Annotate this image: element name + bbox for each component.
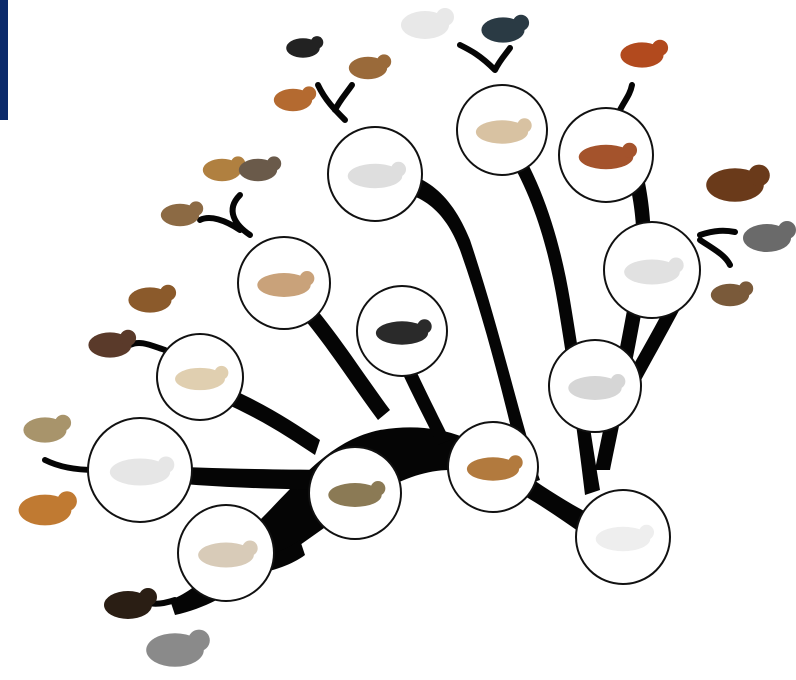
tiger-icon — [239, 156, 281, 181]
lynx-icon — [161, 201, 203, 226]
fox-icon — [274, 86, 316, 111]
wolf-sketch-head-icon — [391, 162, 406, 177]
seal-icon — [481, 15, 529, 43]
tip-head — [652, 40, 668, 56]
badger-icon — [743, 221, 796, 252]
otter-icon — [711, 281, 753, 306]
node-wolf-sketch — [328, 127, 422, 221]
aardwolf-icon — [128, 285, 176, 313]
tip-head — [436, 8, 454, 26]
tip-head — [311, 36, 324, 49]
twig-hyaenid — [130, 343, 165, 350]
tip-head — [748, 165, 770, 187]
sabre-cat-sketch-head-icon — [242, 541, 257, 556]
civet-sketch-head-icon — [611, 374, 626, 389]
tip-head — [739, 281, 753, 295]
large-cat-dark-background-head-icon — [300, 271, 315, 286]
node-small-mustelid-dark — [357, 286, 447, 376]
civet-icon — [104, 588, 157, 619]
twig-ursid — [460, 45, 510, 70]
hyena-icon — [88, 330, 136, 358]
node-viverrid-leopard-fossil — [309, 447, 401, 539]
coyote-icon — [349, 54, 391, 79]
cat-sketch-head-icon — [517, 118, 531, 132]
spotted-cat-head-icon — [215, 366, 229, 380]
tip-head — [120, 330, 136, 346]
twig-felid — [200, 195, 250, 235]
node-hyaenid-sketch — [88, 418, 192, 522]
tip-head — [302, 86, 316, 100]
tip-head — [377, 54, 391, 68]
node-circles — [88, 85, 700, 601]
meerkat-icon — [23, 415, 71, 443]
tip-head — [189, 201, 203, 215]
tip-head — [55, 415, 71, 431]
node-civet-sketch — [549, 340, 641, 432]
tip-head — [139, 588, 157, 606]
red-carnivoran-head-icon — [622, 143, 637, 158]
red-panda-icon — [620, 40, 668, 68]
twig-mustelid — [700, 231, 735, 265]
bear-icon — [286, 36, 323, 58]
polar-bear-icon — [401, 8, 454, 39]
skunk-like-head-icon — [417, 319, 431, 333]
tip-head — [57, 491, 77, 511]
raccoon-icon — [146, 630, 210, 667]
node-red-cat-like — [559, 108, 653, 202]
spotted-fossil-carnivoran-head-icon — [371, 481, 386, 496]
hyena-like-sketch-head-icon — [668, 258, 683, 273]
node-feliform-cat-tawny — [157, 334, 243, 420]
node-genet-sketch — [576, 490, 670, 584]
wolf-like-sketch-head-icon — [158, 456, 175, 473]
mongoose-icon — [19, 491, 77, 525]
node-bear-dog-sketch — [457, 85, 547, 175]
tip-head — [513, 15, 529, 31]
wolverine-icon — [706, 165, 770, 202]
tip-head — [160, 285, 176, 301]
tip-head — [267, 156, 281, 170]
node-sabre-tooth-dark — [238, 237, 330, 329]
node-fossa-like-orange — [448, 422, 538, 512]
lion-icon — [203, 156, 245, 181]
node-ancestral-cat-sketch — [178, 505, 274, 601]
node-bear-like-sketch — [604, 222, 700, 318]
tip-head — [778, 221, 796, 239]
twig-ailurid — [620, 85, 632, 110]
tip-head — [188, 630, 210, 652]
genet-sketch-head-icon — [639, 525, 654, 540]
twig-canid — [318, 85, 352, 120]
orange-carnivoran-head-icon — [508, 455, 522, 469]
